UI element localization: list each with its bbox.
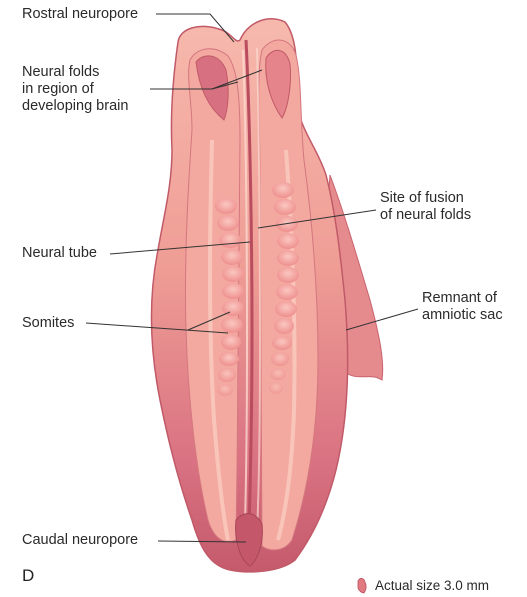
panel-letter: D (22, 566, 34, 586)
label-somites: Somites (22, 315, 74, 332)
label-neural-folds-brain: Neural folds in region of developing bra… (22, 64, 128, 115)
label-site-of-fusion: Site of fusion of neural folds (380, 190, 471, 224)
label-rostral-neuropore: Rostral neuropore (22, 6, 138, 23)
label-neural-tube: Neural tube (22, 245, 97, 262)
scale-note: Actual size 3.0 mm (375, 578, 489, 593)
actual-size-embryo-icon (358, 578, 366, 593)
label-remnant-amniotic-sac: Remnant of amniotic sac (422, 290, 503, 324)
label-caudal-neuropore: Caudal neuropore (22, 532, 138, 549)
